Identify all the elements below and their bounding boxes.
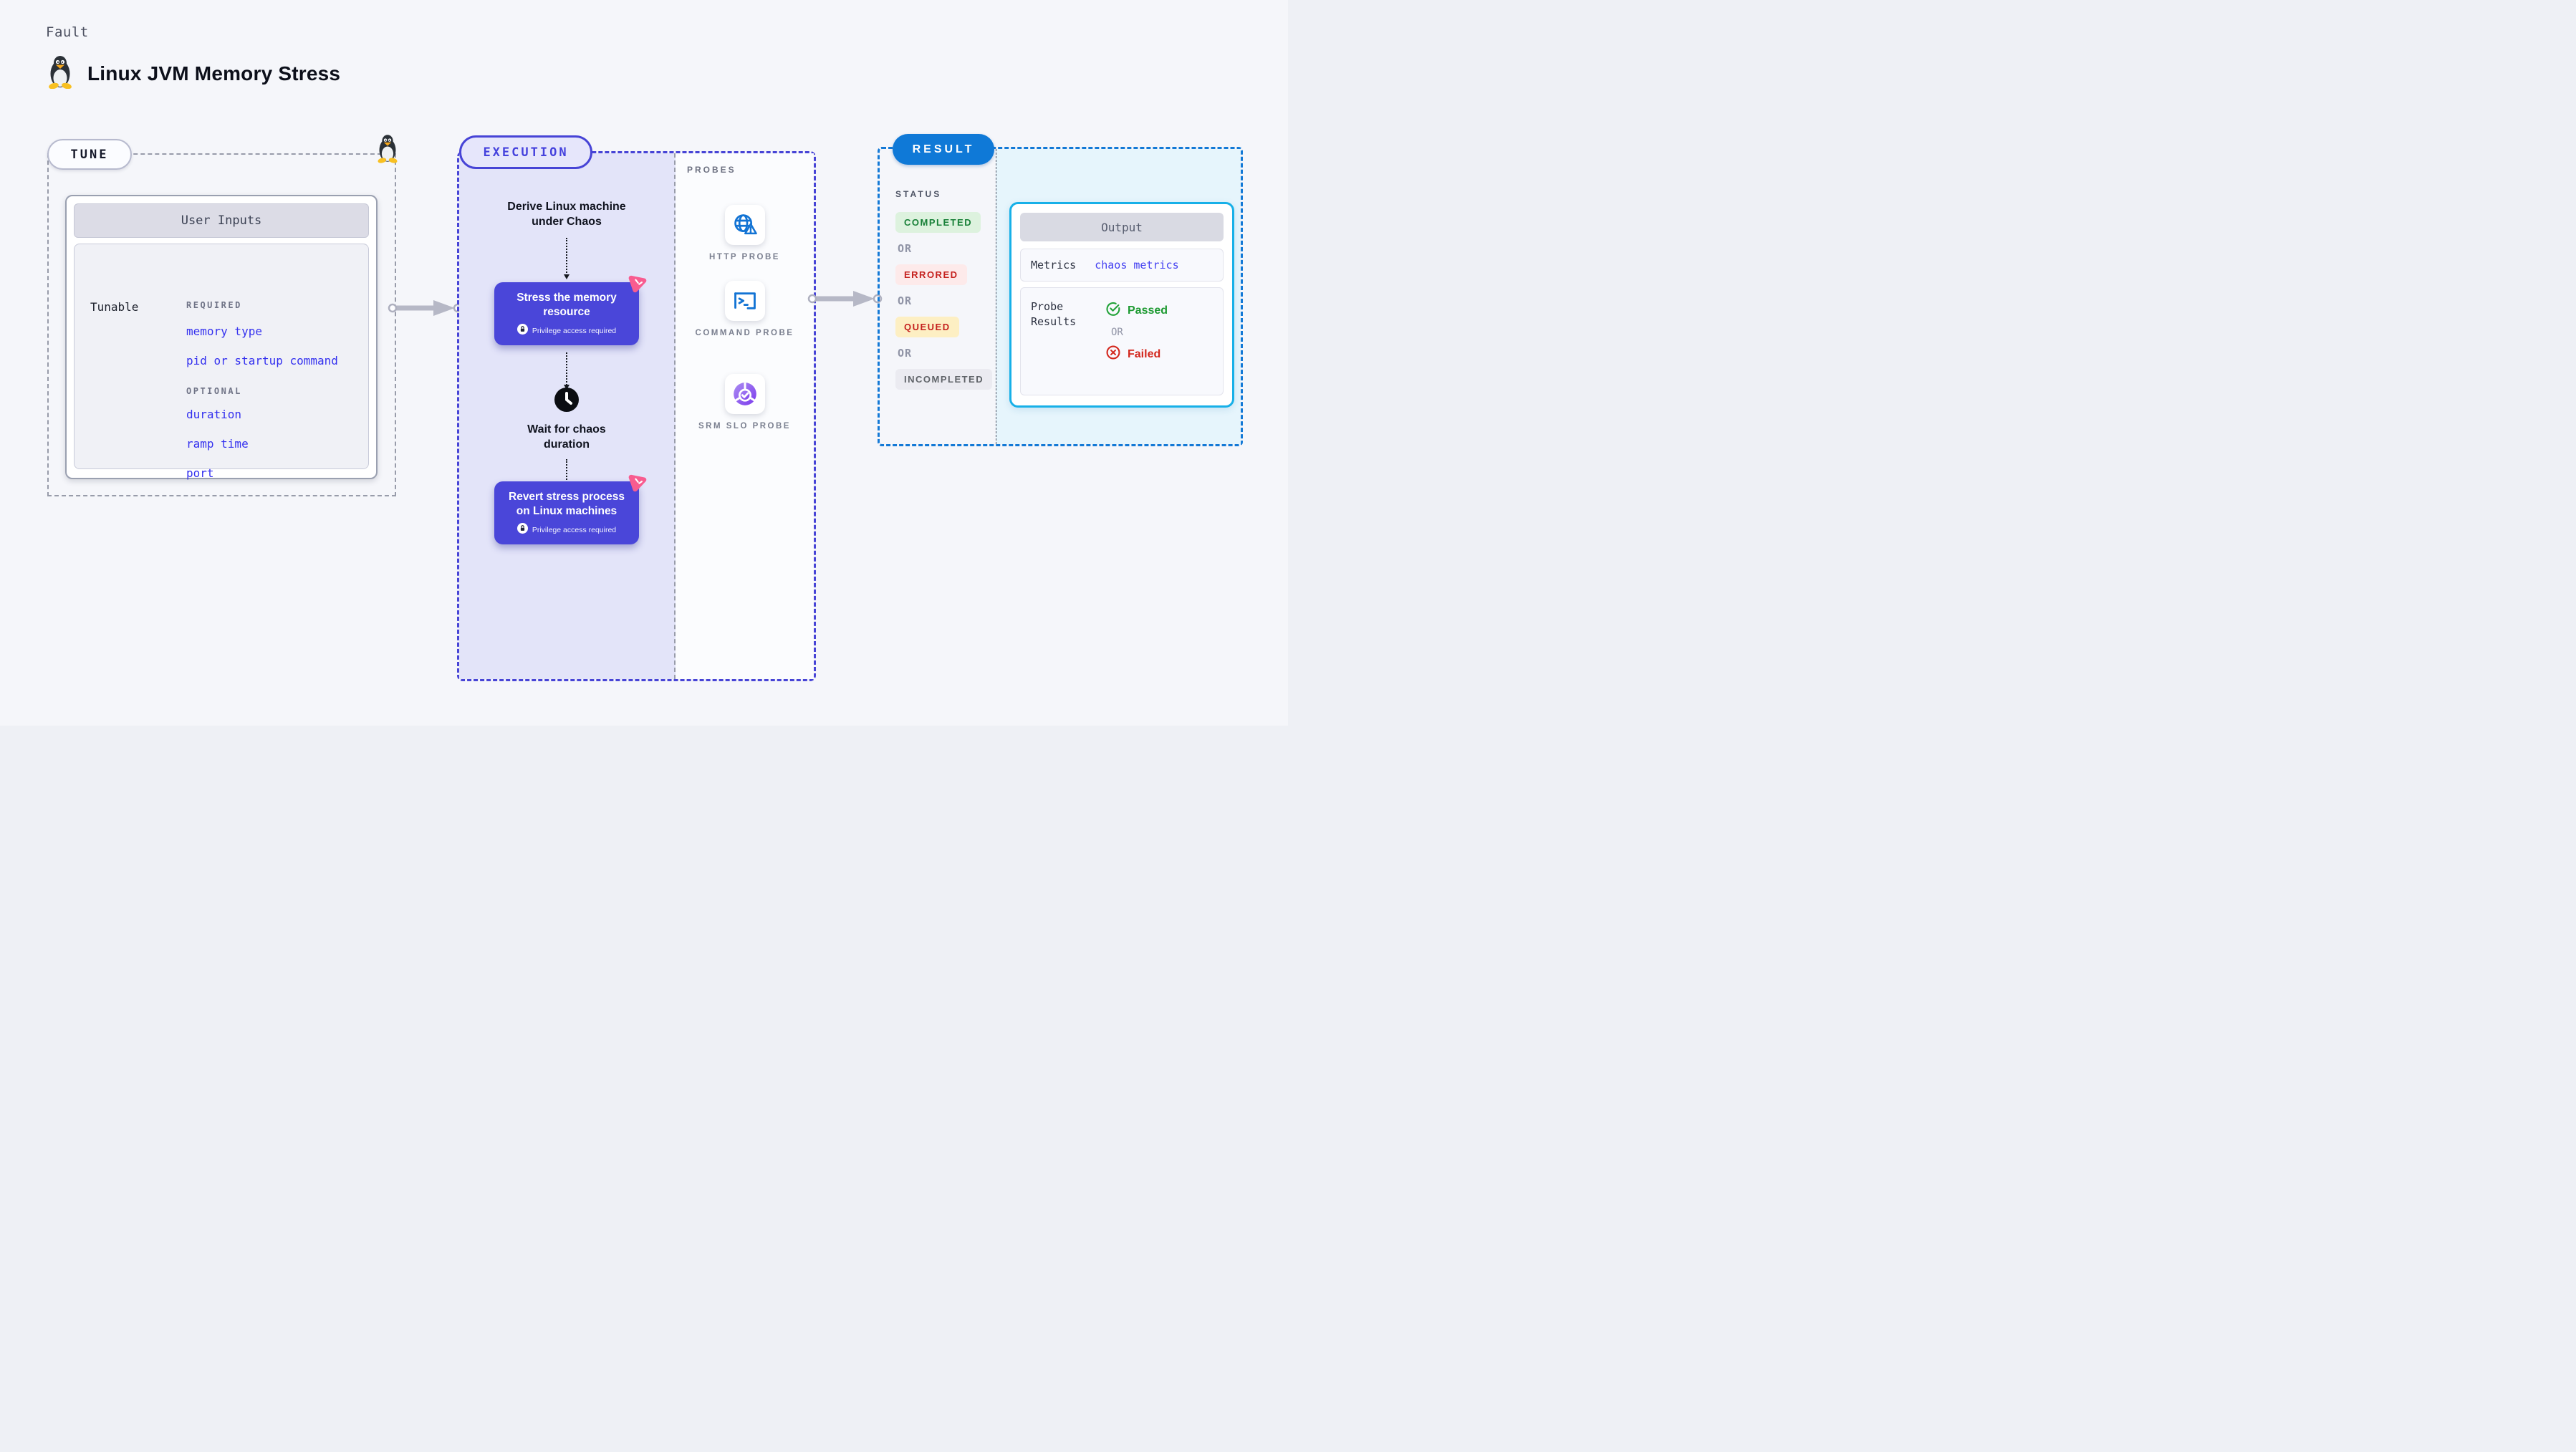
- or-label: OR: [898, 242, 913, 255]
- probe-results-row: Probe Results Passed OR: [1020, 287, 1224, 395]
- privilege-badge-text: Privilege access required: [532, 526, 617, 534]
- slo-donut-check-icon: [724, 374, 765, 414]
- status-badge-errored: ERRORED: [895, 264, 967, 285]
- failed-label: Failed: [1128, 347, 1161, 360]
- input-port[interactable]: port: [186, 466, 214, 480]
- fault-kicker: Fault: [46, 24, 89, 40]
- flow-arrow-tune-to-execution: [388, 299, 463, 321]
- step-wait-text: Wait for chaos duration: [527, 423, 606, 451]
- dotted-connector: [564, 352, 569, 390]
- flow-arrow-execution-to-result: [807, 289, 883, 312]
- step-revert: Revert stress process on Linux machines …: [459, 474, 674, 544]
- output-lane: Output Metrics chaos metrics Probe Resul…: [996, 149, 1241, 444]
- tux-penguin-corner-icon: [375, 133, 400, 167]
- user-inputs-card: User Inputs Tunable REQUIRED memory type…: [65, 195, 378, 480]
- tux-penguin-icon: [46, 54, 75, 92]
- probe-command[interactable]: COMMAND PROBE: [676, 281, 814, 339]
- probes-lane: PROBES HTTP PROBE: [676, 153, 814, 679]
- lock-icon: [516, 523, 528, 537]
- input-ramp-time[interactable]: ramp time: [186, 437, 249, 451]
- status-stack: COMPLETED OR ERRORED OR QUEUED OR INCOMP…: [895, 212, 993, 390]
- tune-section-box: [47, 153, 396, 496]
- passed-label: Passed: [1128, 304, 1168, 317]
- output-card: Output Metrics chaos metrics Probe Resul…: [1009, 202, 1234, 408]
- stress-memory-title: Stress the memory resource: [516, 292, 617, 318]
- tunable-label: Tunable: [90, 300, 139, 314]
- probe-http[interactable]: HTTP PROBE: [676, 205, 814, 263]
- step-derive: Derive Linux machine under Chaos: [459, 199, 674, 279]
- or-label: OR: [898, 347, 913, 360]
- globe-warning-icon: [724, 205, 765, 245]
- title-row: Linux JVM Memory Stress: [46, 54, 340, 92]
- step-derive-text: Derive Linux machine under Chaos: [507, 201, 626, 228]
- execution-pill: EXECUTION: [459, 135, 592, 169]
- user-inputs-list: Tunable REQUIRED memory type pid or star…: [74, 244, 369, 480]
- status-badge-incompleted: INCOMPLETED: [895, 369, 993, 390]
- chaos-logo-icon: [626, 471, 649, 497]
- probe-srm-slo-label: SRM SLO PROBE: [698, 422, 791, 431]
- status-label: STATUS: [895, 189, 942, 199]
- metrics-label: Metrics: [1031, 258, 1077, 271]
- lock-icon: [516, 324, 528, 338]
- tune-pill: TUNE: [47, 139, 132, 170]
- probes-label: PROBES: [687, 165, 736, 175]
- metrics-row: Metrics chaos metrics: [1020, 249, 1224, 282]
- execution-flow-lane: Derive Linux machine under Chaos Stress …: [459, 153, 676, 679]
- failed-row: Failed: [1105, 345, 1160, 364]
- optional-label: OPTIONAL: [186, 386, 242, 396]
- probe-srm-slo[interactable]: SRM SLO PROBE: [676, 374, 814, 432]
- output-header: Output: [1020, 213, 1224, 241]
- status-badge-completed: COMPLETED: [895, 212, 981, 233]
- probe-http-label: HTTP PROBE: [709, 253, 780, 261]
- terminal-icon: [724, 281, 765, 321]
- or-label: OR: [1111, 327, 1123, 338]
- probe-command-label: COMMAND PROBE: [695, 329, 794, 337]
- user-inputs-header: User Inputs: [74, 203, 369, 238]
- revert-stress-title: Revert stress process on Linux machines: [509, 491, 625, 517]
- stress-memory-button[interactable]: Stress the memory resource Privilege acc…: [494, 275, 647, 345]
- page-title: Linux JVM Memory Stress: [87, 62, 341, 85]
- step-stress: Stress the memory resource Privilege acc…: [459, 275, 674, 390]
- diagram-canvas: Fault Linux JVM Memory Stress TUNE: [0, 0, 1288, 726]
- status-column: STATUS COMPLETED OR ERRORED OR QUEUED OR…: [880, 149, 996, 444]
- or-label: OR: [898, 294, 913, 307]
- input-duration[interactable]: duration: [186, 408, 242, 421]
- input-pid-or-startup-command[interactable]: pid or startup command: [186, 354, 338, 367]
- required-label: REQUIRED: [186, 300, 242, 310]
- passed-row: Passed: [1105, 301, 1168, 320]
- metrics-value[interactable]: chaos metrics: [1095, 259, 1179, 271]
- input-memory-type[interactable]: memory type: [186, 324, 262, 338]
- revert-stress-button[interactable]: Revert stress process on Linux machines …: [494, 474, 647, 544]
- probe-results-label: Probe Results: [1031, 300, 1077, 328]
- check-circle-icon: [1105, 301, 1121, 320]
- x-circle-icon: [1105, 345, 1121, 364]
- result-pill: RESULT: [893, 134, 994, 165]
- dotted-connector: [564, 238, 569, 279]
- chaos-logo-icon: [626, 271, 649, 298]
- clock-icon: [554, 387, 580, 416]
- result-section-box: STATUS COMPLETED OR ERRORED OR QUEUED OR…: [878, 147, 1243, 446]
- privilege-badge-text: Privilege access required: [532, 327, 617, 335]
- status-badge-queued: QUEUED: [895, 317, 959, 337]
- execution-section-box: Derive Linux machine under Chaos Stress …: [457, 151, 816, 681]
